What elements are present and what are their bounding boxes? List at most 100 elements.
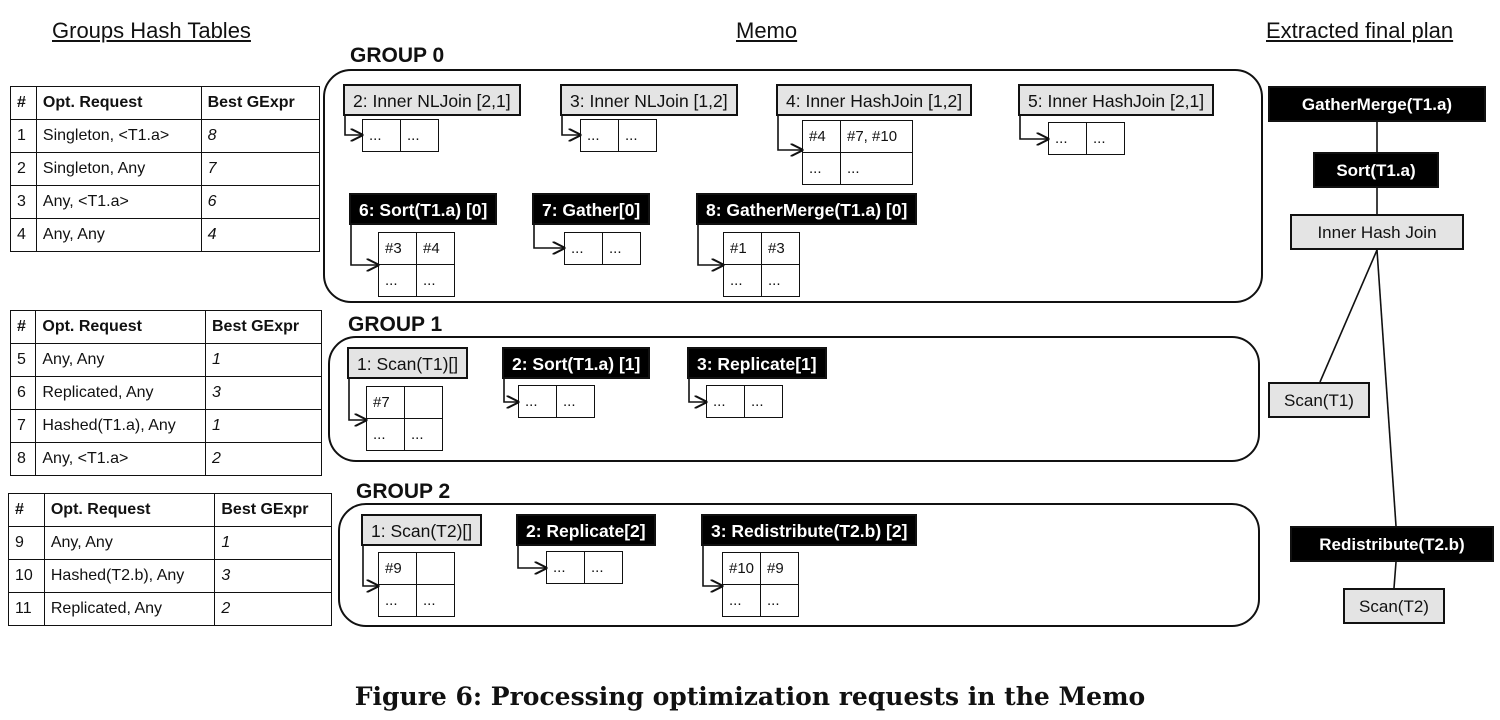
plan-node-redistribute: Redistribute(T2.b) <box>1290 526 1494 562</box>
row-best-gexpr: 4 <box>200 218 321 252</box>
child-cell: #9 <box>761 553 799 585</box>
column-header-id: # <box>10 86 37 120</box>
memo-header: Memo <box>736 18 798 43</box>
plan-node-gathermerge: GatherMerge(T1.a) <box>1268 86 1486 122</box>
child-cell: ... <box>417 585 455 617</box>
group-1-label: GROUP 1 <box>348 313 443 336</box>
child-cell: #4 <box>417 233 455 265</box>
child-cell: #9 <box>379 553 417 585</box>
child-cell: ... <box>557 386 595 418</box>
row-request: Replicated, Any <box>35 376 206 410</box>
gexpr-g0-5: 5: Inner HashJoin [2,1] <box>1018 84 1215 116</box>
child-cell: ... <box>603 233 641 265</box>
row-request: Any, Any <box>43 526 216 560</box>
child-cells-g0-8: #1 #3 ... ... <box>723 232 800 297</box>
row-request: Any, <T1.a> <box>35 185 202 219</box>
column-header-request: Opt. Request <box>43 493 216 527</box>
child-cells-g1-2: ... ... <box>518 385 595 418</box>
row-best-gexpr: 8 <box>200 119 321 153</box>
plan-node-sort: Sort(T1.a) <box>1313 152 1439 188</box>
row-request: Any, Any <box>35 218 202 252</box>
child-cell: ... <box>367 419 405 451</box>
column-header-request: Opt. Request <box>35 310 206 344</box>
table-header-row: # Opt. Request Best GExpr <box>9 310 323 344</box>
row-id: 2 <box>10 152 37 186</box>
child-cell: ... <box>761 585 799 617</box>
child-cells-g0-7: ... ... <box>564 232 641 265</box>
child-cell: ... <box>803 153 841 185</box>
child-cell: ... <box>841 153 913 185</box>
gexpr-g2-1: 1: Scan(T2)[] <box>361 514 483 546</box>
row-best-gexpr: 1 <box>214 526 332 560</box>
child-cells-g0-3: ... ... <box>580 119 657 152</box>
child-cells-g0-2: ... ... <box>362 119 439 152</box>
row-best-gexpr: 2 <box>204 442 323 476</box>
plan-node-scan-t2: Scan(T2) <box>1343 588 1445 624</box>
child-cell: #10 <box>723 553 761 585</box>
gexpr-g1-1: 1: Scan(T1)[] <box>347 347 469 379</box>
gexpr-g1-2: 2: Sort(T1.a) [1] <box>502 347 651 379</box>
row-request: Singleton, <T1.a> <box>35 119 202 153</box>
group-2-box <box>338 503 1260 627</box>
child-cells-g0-5: ... ... <box>1048 122 1125 155</box>
row-id: 7 <box>9 409 37 443</box>
row-request: Singleton, Any <box>35 152 202 186</box>
child-cell: ... <box>1087 123 1125 155</box>
child-cells-g1-1: #7 ... ... <box>366 386 443 451</box>
child-cell: #7 <box>367 387 405 419</box>
figure-caption: Figure 6: Processing optimization reques… <box>354 682 1146 711</box>
hash-tables-header: Groups Hash Tables <box>52 18 251 43</box>
child-cell: ... <box>724 265 762 297</box>
child-cell: ... <box>363 120 401 152</box>
row-id: 6 <box>9 376 37 410</box>
gexpr-g0-3: 3: Inner NLJoin [1,2] <box>560 84 738 116</box>
plan-node-scan-t1: Scan(T1) <box>1268 382 1370 418</box>
child-cell <box>417 553 455 585</box>
column-header-best: Best GExpr <box>214 493 332 527</box>
child-cell: ... <box>762 265 800 297</box>
row-request: Any, Any <box>35 343 206 377</box>
gexpr-g0-8: 8: GatherMerge(T1.a) [0] <box>696 193 918 225</box>
child-cell: ... <box>401 120 439 152</box>
row-id: 8 <box>9 442 37 476</box>
child-cell: #1 <box>724 233 762 265</box>
row-request: Hashed(T1.a), Any <box>35 409 206 443</box>
column-header-best: Best GExpr <box>200 86 321 120</box>
child-cell: #7, #10 <box>841 121 913 153</box>
plan-node-inner-hash-join: Inner Hash Join <box>1290 214 1464 250</box>
child-cells-g0-4: #4 #7, #10 ... ... <box>802 120 913 185</box>
child-cell: ... <box>379 265 417 297</box>
child-cell: ... <box>405 419 443 451</box>
group-0-box <box>323 69 1263 303</box>
child-cells-g2-2: ... ... <box>546 551 623 584</box>
child-cell: ... <box>723 585 761 617</box>
gexpr-g2-3: 3: Redistribute(T2.b) [2] <box>701 514 918 546</box>
row-best-gexpr: 3 <box>214 559 332 593</box>
gexpr-g2-2: 2: Replicate[2] <box>516 514 656 546</box>
row-best-gexpr: 7 <box>200 152 321 186</box>
gexpr-g1-3: 3: Replicate[1] <box>687 347 827 379</box>
child-cell: #3 <box>379 233 417 265</box>
child-cell: ... <box>1049 123 1087 155</box>
table-header-row: # Opt. Request Best GExpr <box>10 86 321 120</box>
child-cell: ... <box>707 386 745 418</box>
row-id: 3 <box>10 185 37 219</box>
group-1-box <box>328 336 1260 462</box>
gexpr-g0-4: 4: Inner HashJoin [1,2] <box>776 84 973 116</box>
child-cells-g0-6: #3 #4 ... ... <box>378 232 455 297</box>
child-cells-g1-3: ... ... <box>706 385 783 418</box>
table-header-row: # Opt. Request Best GExpr <box>8 493 332 527</box>
row-best-gexpr: 6 <box>200 185 321 219</box>
child-cell: ... <box>745 386 783 418</box>
